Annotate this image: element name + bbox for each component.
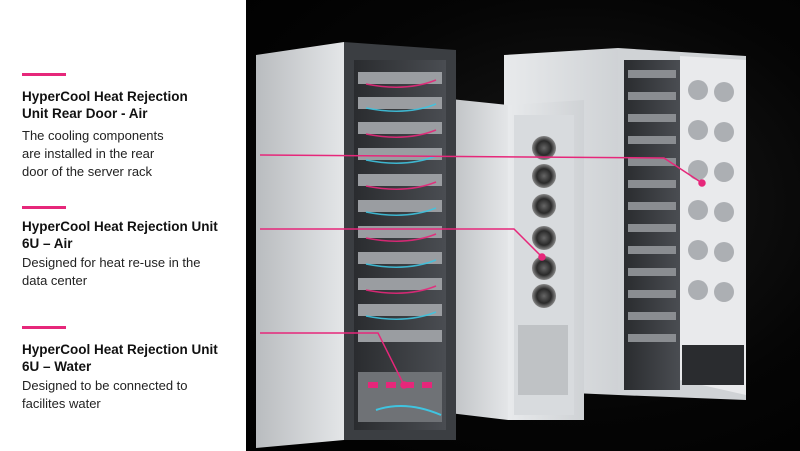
accent-bar-1	[22, 73, 66, 76]
callout-3-desc-line2: facilites water	[22, 396, 101, 411]
product-image	[246, 0, 800, 451]
callout-2-desc-line2: data center	[22, 273, 88, 288]
callout-line-3	[260, 332, 405, 386]
callout-1-heading-line2: Unit Rear Door - Air	[22, 106, 148, 121]
callout-1-desc-line3: door of the server rack	[22, 164, 153, 179]
callout-2-heading-line1: HyperCool Heat Rejection Unit	[22, 219, 218, 234]
info-panel: HyperCool Heat Rejection Unit Rear Door …	[0, 0, 246, 451]
accent-bar-2	[22, 206, 66, 209]
callout-3-description: Designed to be connected to facilites wa…	[22, 377, 188, 413]
callout-3-heading: HyperCool Heat Rejection Unit 6U – Water	[22, 341, 218, 375]
callout-lines	[259, 154, 706, 389]
callout-2-heading-line2: 6U – Air	[22, 236, 73, 251]
accent-bar-3	[22, 326, 66, 329]
callout-2-desc-line1: Designed for heat re-use in the	[22, 255, 201, 270]
callout-3-desc-line1: Designed to be connected to	[22, 378, 188, 393]
callout-line-2	[260, 228, 543, 258]
callout-1-description: The cooling components are installed in …	[22, 127, 164, 181]
callout-2-description: Designed for heat re-use in the data cen…	[22, 254, 201, 290]
rack-6u-air	[441, 98, 584, 420]
callout-1-desc-line2: are installed in the rear	[22, 146, 155, 161]
callout-1-heading: HyperCool Heat Rejection Unit Rear Door …	[22, 88, 188, 122]
callout-3-heading-line1: HyperCool Heat Rejection Unit	[22, 342, 218, 357]
server-racks-illustration	[256, 42, 746, 448]
callout-1-heading-line1: HyperCool Heat Rejection	[22, 89, 188, 104]
callout-1-desc-line1: The cooling components	[22, 128, 164, 143]
callout-2-heading: HyperCool Heat Rejection Unit 6U – Air	[22, 218, 218, 252]
rack-6u-water	[256, 42, 456, 448]
air-unit-fans	[532, 136, 556, 308]
callout-3-heading-line2: 6U – Water	[22, 359, 92, 374]
servers	[358, 72, 442, 342]
callout-line-1	[259, 154, 703, 184]
